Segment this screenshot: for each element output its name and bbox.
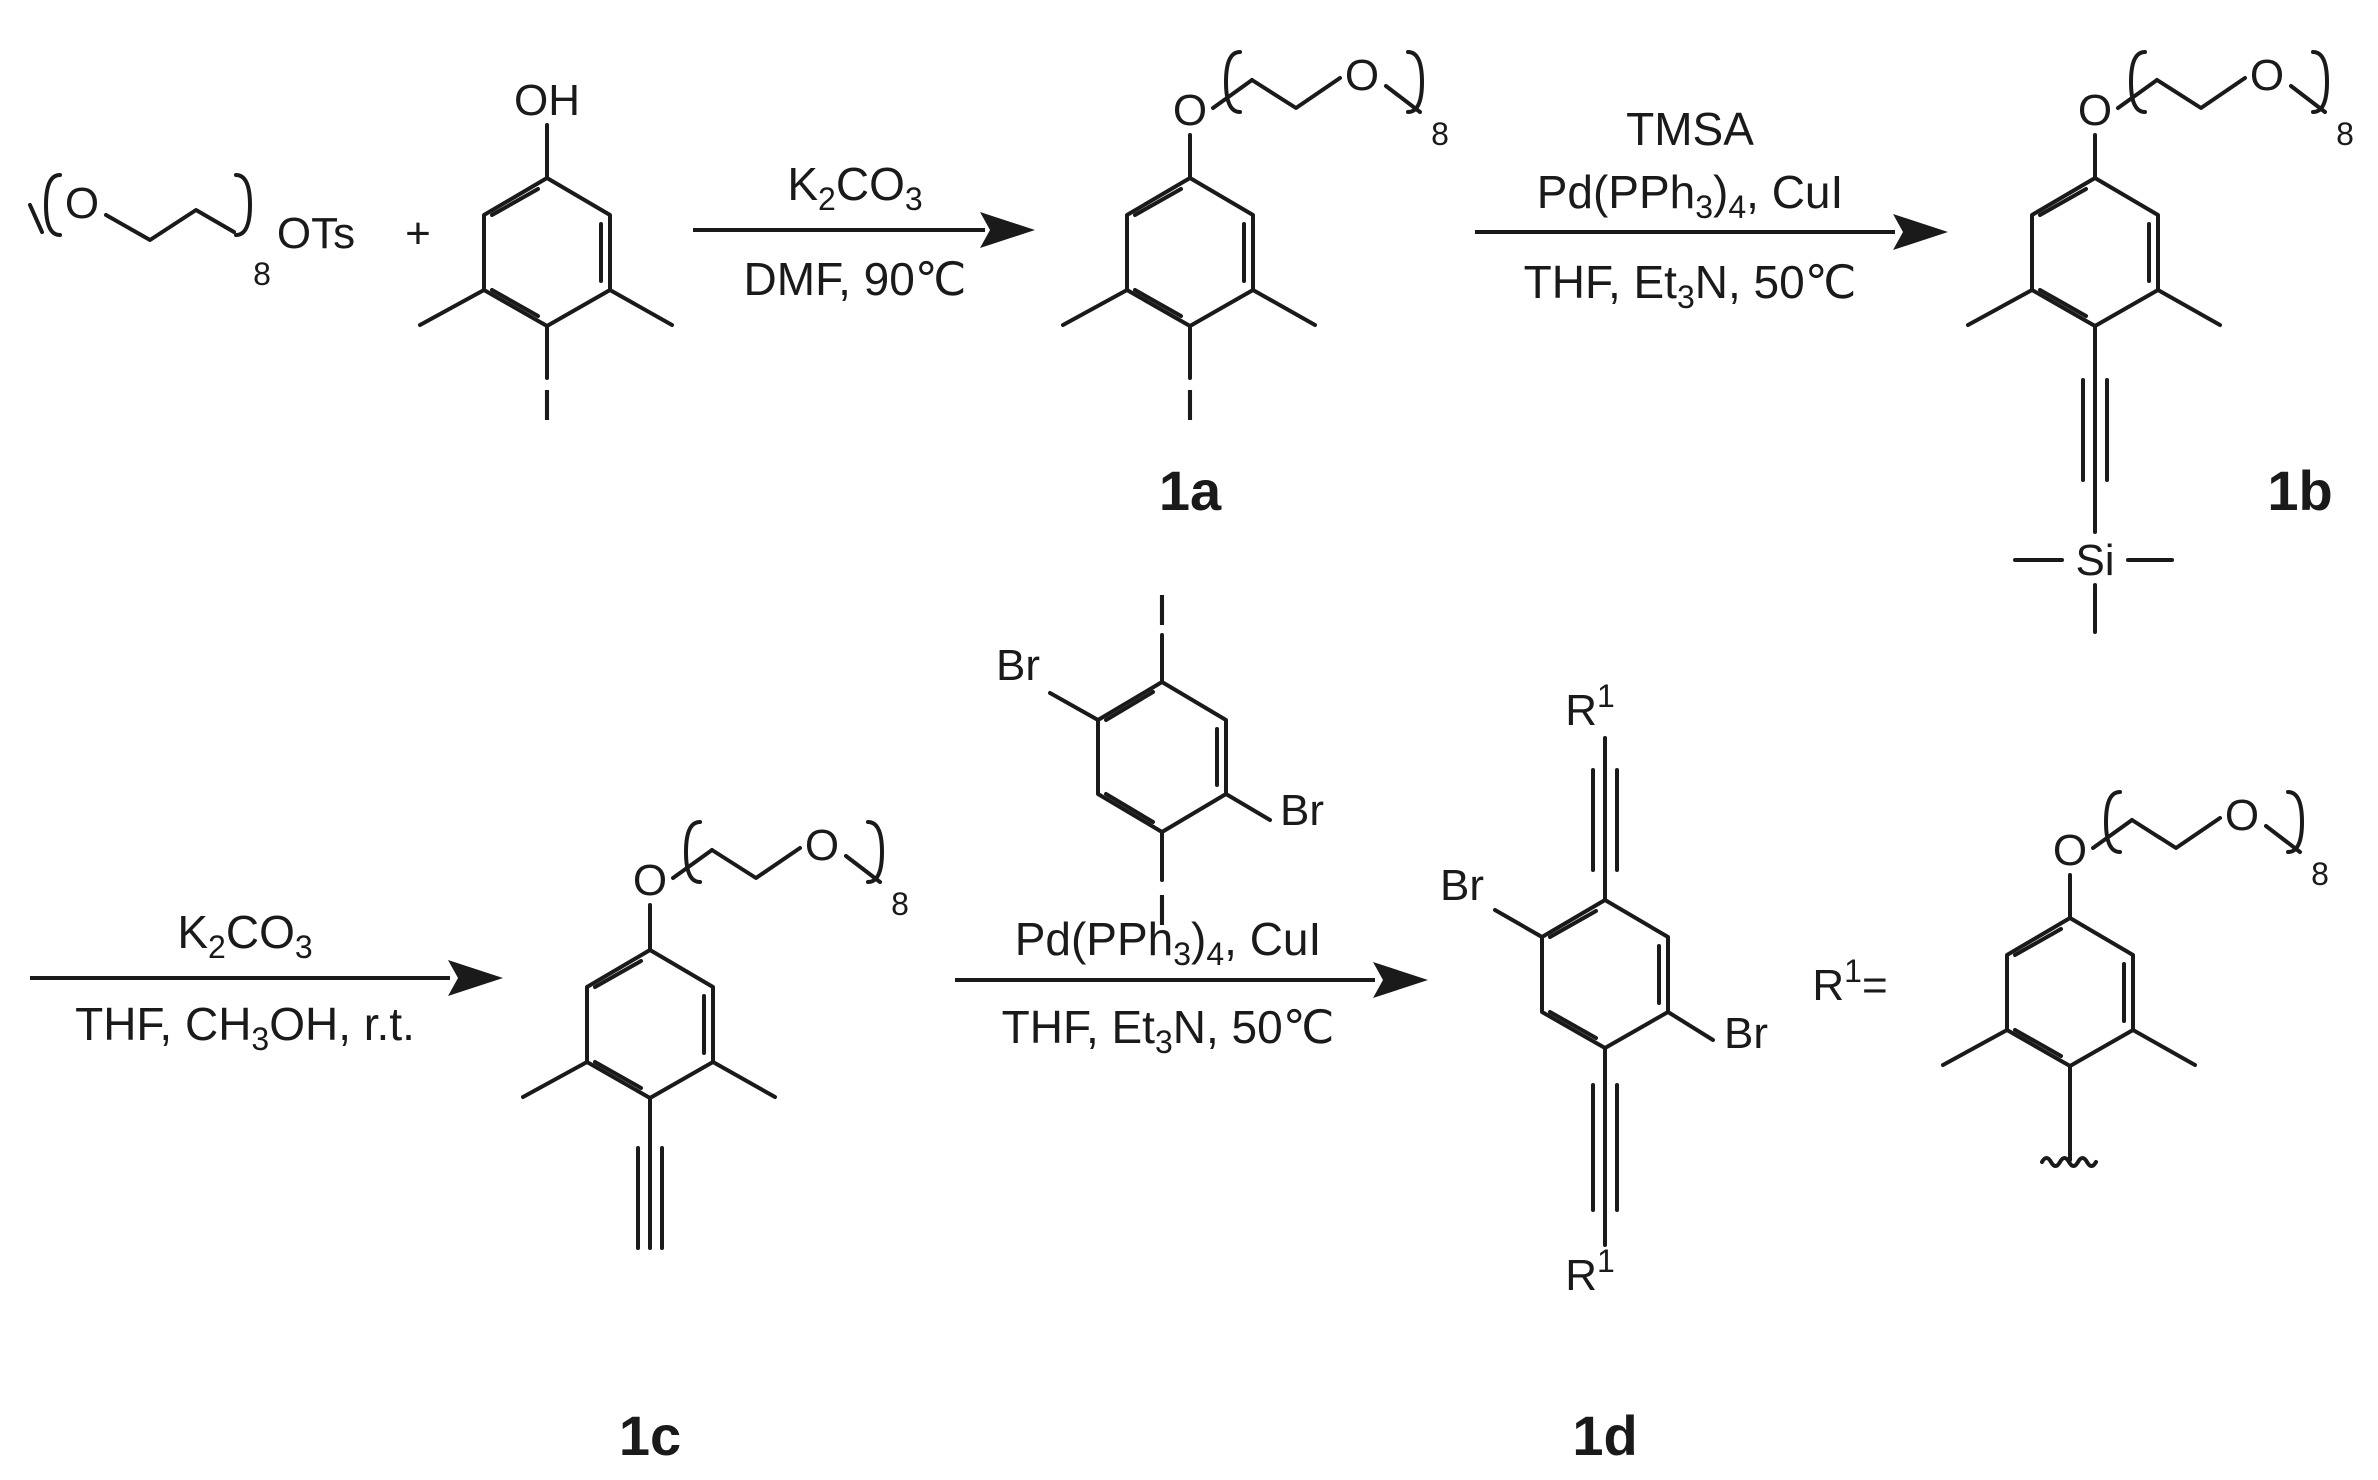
repeat-count: 8 [2336,116,2354,152]
compound-1a-structure: O I O 8 [1061,50,1449,430]
atom-oh: OH [514,76,580,125]
condition-step4-line1: Pd(PPh3)4, CuI [1015,913,1322,972]
atom-br: Br [996,641,1040,690]
atom-o: O [2250,51,2284,100]
reaction-arrow-2 [1475,214,1948,250]
r1-definition-label: R1= [1812,953,1887,1010]
atom-br: Br [1440,861,1484,910]
atom-r: R1 [1565,678,1615,735]
condition-step2-line2: THF, Et3N, 50℃ [1524,256,1857,315]
atom-o: O [1345,51,1379,100]
condition-step2-line1: Pd(PPh3)4, CuI [1537,166,1844,225]
iodo-dimethylphenol: OH I [418,76,674,430]
condition-step1-line2: DMF, 90℃ [744,253,967,305]
atom-o: O [805,821,839,870]
compound-label-1b: 1b [2267,459,2332,522]
reaction-arrow-1 [693,212,1035,248]
compound-label-1d: 1d [1572,1404,1637,1467]
plus-sign: + [405,209,431,258]
atom-o: O [2225,791,2259,840]
atom-o: O [2053,826,2087,875]
repeat-count: 8 [891,886,909,922]
peg-tosylate: O 8 OTs [28,173,355,292]
wavy-attachment-bond [2040,1156,2098,1168]
condition-step1-line1: K2CO3 [787,158,922,217]
atom-o: O [633,856,667,905]
atom-o: O [65,179,99,228]
repeat-count: 8 [2311,856,2329,892]
reaction-arrow-3 [30,960,503,996]
atom-i: I [541,381,553,430]
atom-si: Si [2075,536,2114,585]
condition-step2-line0: TMSA [1626,103,1754,155]
repeat-count: 8 [253,256,271,292]
compound-1d-structure: R1 Br Br R1 [1440,678,1768,1300]
atom-br: Br [1280,786,1324,835]
compound-label-1c: 1c [619,1404,681,1467]
atom-i: I [1184,381,1196,430]
atom-i: I [1156,586,1168,635]
atom-o: O [1173,86,1207,135]
r1-substituent-structure: O O 8 [1941,790,2329,1168]
compound-label-1a: 1a [1159,459,1222,522]
dibromo-diiodobenzene: I Br Br I [996,586,1324,935]
condition-step4-line2: THF, Et3N, 50℃ [1002,1001,1335,1060]
atom-br: Br [1724,1009,1768,1058]
reaction-arrow-4 [955,962,1428,998]
compound-1c-structure: O O 8 [521,820,909,1250]
condition-step3-line2: THF, CH3OH, r.t. [75,998,415,1057]
atom-ots: OTs [277,209,355,258]
compound-1b-structure: Si O O 8 [1966,50,2354,634]
atom-r: R1 [1565,1243,1615,1300]
atom-i: I [1156,886,1168,935]
repeat-count: 8 [1431,116,1449,152]
condition-step3-line1: K2CO3 [177,906,312,965]
atom-o: O [2078,86,2112,135]
